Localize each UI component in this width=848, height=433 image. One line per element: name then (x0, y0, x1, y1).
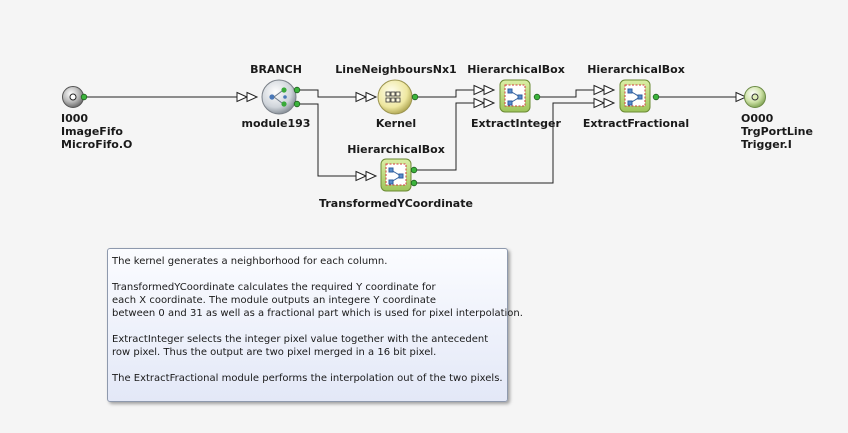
input-arrow-icon (473, 84, 486, 96)
kernel-grid-icon (385, 91, 401, 103)
extract-fractional-name-label: ExtractFractional (582, 117, 690, 130)
output-port-dot[interactable] (411, 93, 419, 101)
input-arrow-icon (593, 97, 606, 109)
hierarchy-icon (388, 167, 404, 185)
input-arrow-icon (473, 97, 486, 109)
note-paragraph: TransformedYCoordinate calculates the re… (112, 282, 523, 319)
output-port-node[interactable] (744, 86, 766, 108)
output-port-dot[interactable] (652, 93, 660, 101)
wire-transformed-extractint[interactable] (409, 102, 474, 171)
extract-integer-type-label: HierarchicalBox (467, 63, 565, 76)
input-arrow-icon (593, 84, 606, 96)
input-arrow-icon (735, 91, 748, 103)
extract-fractional-box[interactable] (619, 79, 651, 113)
output-port-name: TrgPortLine (741, 125, 813, 138)
input-arrow-icon (483, 84, 496, 96)
output-port-dot[interactable] (293, 100, 301, 108)
output-port-port: Trigger.I (741, 138, 792, 151)
comment-note[interactable]: The kernel generates a neighborhood for … (107, 248, 523, 402)
input-arrow-icon (236, 91, 249, 103)
input-arrow-icon (355, 170, 368, 182)
input-port-id: I000 (61, 112, 89, 125)
wire-branch-transformed[interactable] (300, 103, 356, 177)
wire-branch-kernel[interactable] (300, 89, 356, 98)
output-port-dot[interactable] (410, 179, 418, 187)
input-arrow-icon (365, 91, 378, 103)
output-port-dot[interactable] (410, 166, 418, 174)
wire-kernel-extractint[interactable] (416, 89, 474, 98)
wire-transformed-extractfrac[interactable] (409, 102, 594, 184)
output-port-dot[interactable] (80, 93, 88, 101)
wire-extractint-extractfrac[interactable] (537, 89, 594, 98)
input-arrow-icon (355, 91, 368, 103)
transformed-y-name-label: TransformedYCoordinate (319, 197, 473, 210)
input-arrow-icon (603, 84, 616, 96)
note-paragraph: The ExtractFractional module performs th… (112, 373, 503, 384)
kernel-module[interactable] (377, 79, 413, 115)
transformed-y-type-label: HierarchicalBox (347, 143, 445, 156)
input-port-port: MicroFifo.O (61, 138, 133, 151)
note-paragraph: The kernel generates a neighborhood for … (112, 256, 388, 267)
extract-integer-name-label: ExtractInteger (471, 117, 561, 130)
extract-integer-box[interactable] (499, 79, 531, 113)
input-port-node[interactable] (62, 86, 84, 108)
hierarchy-icon (627, 88, 643, 106)
hierarchy-icon (507, 88, 523, 106)
branch-module[interactable] (261, 79, 297, 115)
branch-icon (269, 87, 287, 107)
input-arrow-icon (483, 97, 496, 109)
transformed-y-box[interactable] (380, 158, 412, 192)
input-port-name: ImageFifo (61, 125, 123, 138)
branch-name-label: module193 (241, 117, 311, 130)
kernel-name-label: Kernel (375, 117, 417, 130)
output-port-id: O000 (741, 112, 774, 125)
output-port-dot[interactable] (533, 93, 541, 101)
kernel-type-label: LineNeighboursNx1 (335, 63, 457, 76)
branch-type-label: BRANCH (250, 63, 302, 76)
extract-fractional-type-label: HierarchicalBox (587, 63, 685, 76)
output-port-dot[interactable] (293, 86, 301, 94)
input-arrow-icon (246, 91, 259, 103)
input-arrow-icon (365, 170, 378, 182)
input-arrow-icon (603, 97, 616, 109)
note-paragraph: ExtractInteger selects the integer pixel… (112, 334, 489, 358)
